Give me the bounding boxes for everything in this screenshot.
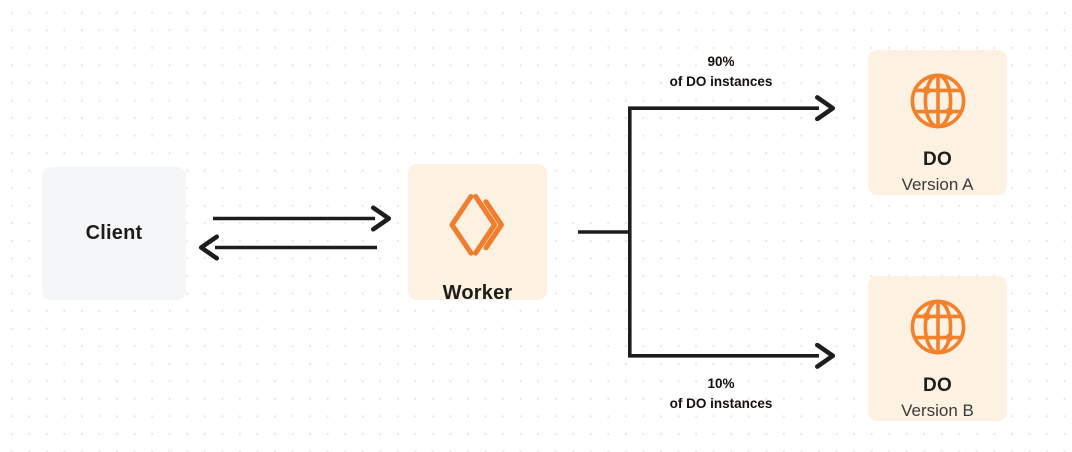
edge-label-do-b-percent: 10% [707,376,735,391]
cloudflare-workers-icon [441,188,515,262]
edge-label-do-b-description: of DO instances [669,395,773,411]
edge-label-do-a-description: of DO instances [669,73,773,89]
globe-icon [906,295,970,359]
node-do-a-label: DO [923,149,952,170]
node-do-b-version: Version B [901,401,974,420]
edge-label-do-a-percent: 90% [707,54,735,69]
node-client[interactable]: Client [42,167,186,300]
edge-label-do-b: 10% of DO instances [611,374,831,413]
node-do-a-version: Version A [901,175,974,194]
node-do-b-label: DO [923,375,952,396]
node-do-version-b[interactable]: DO Version B [868,276,1007,421]
node-worker[interactable]: Worker [408,164,547,304]
globe-icon [906,69,970,133]
edge-label-do-a: 90% of DO instances [611,52,831,91]
node-worker-label: Worker [442,282,513,304]
node-do-version-a[interactable]: DO Version A [868,50,1007,195]
node-client-label: Client [85,222,143,244]
